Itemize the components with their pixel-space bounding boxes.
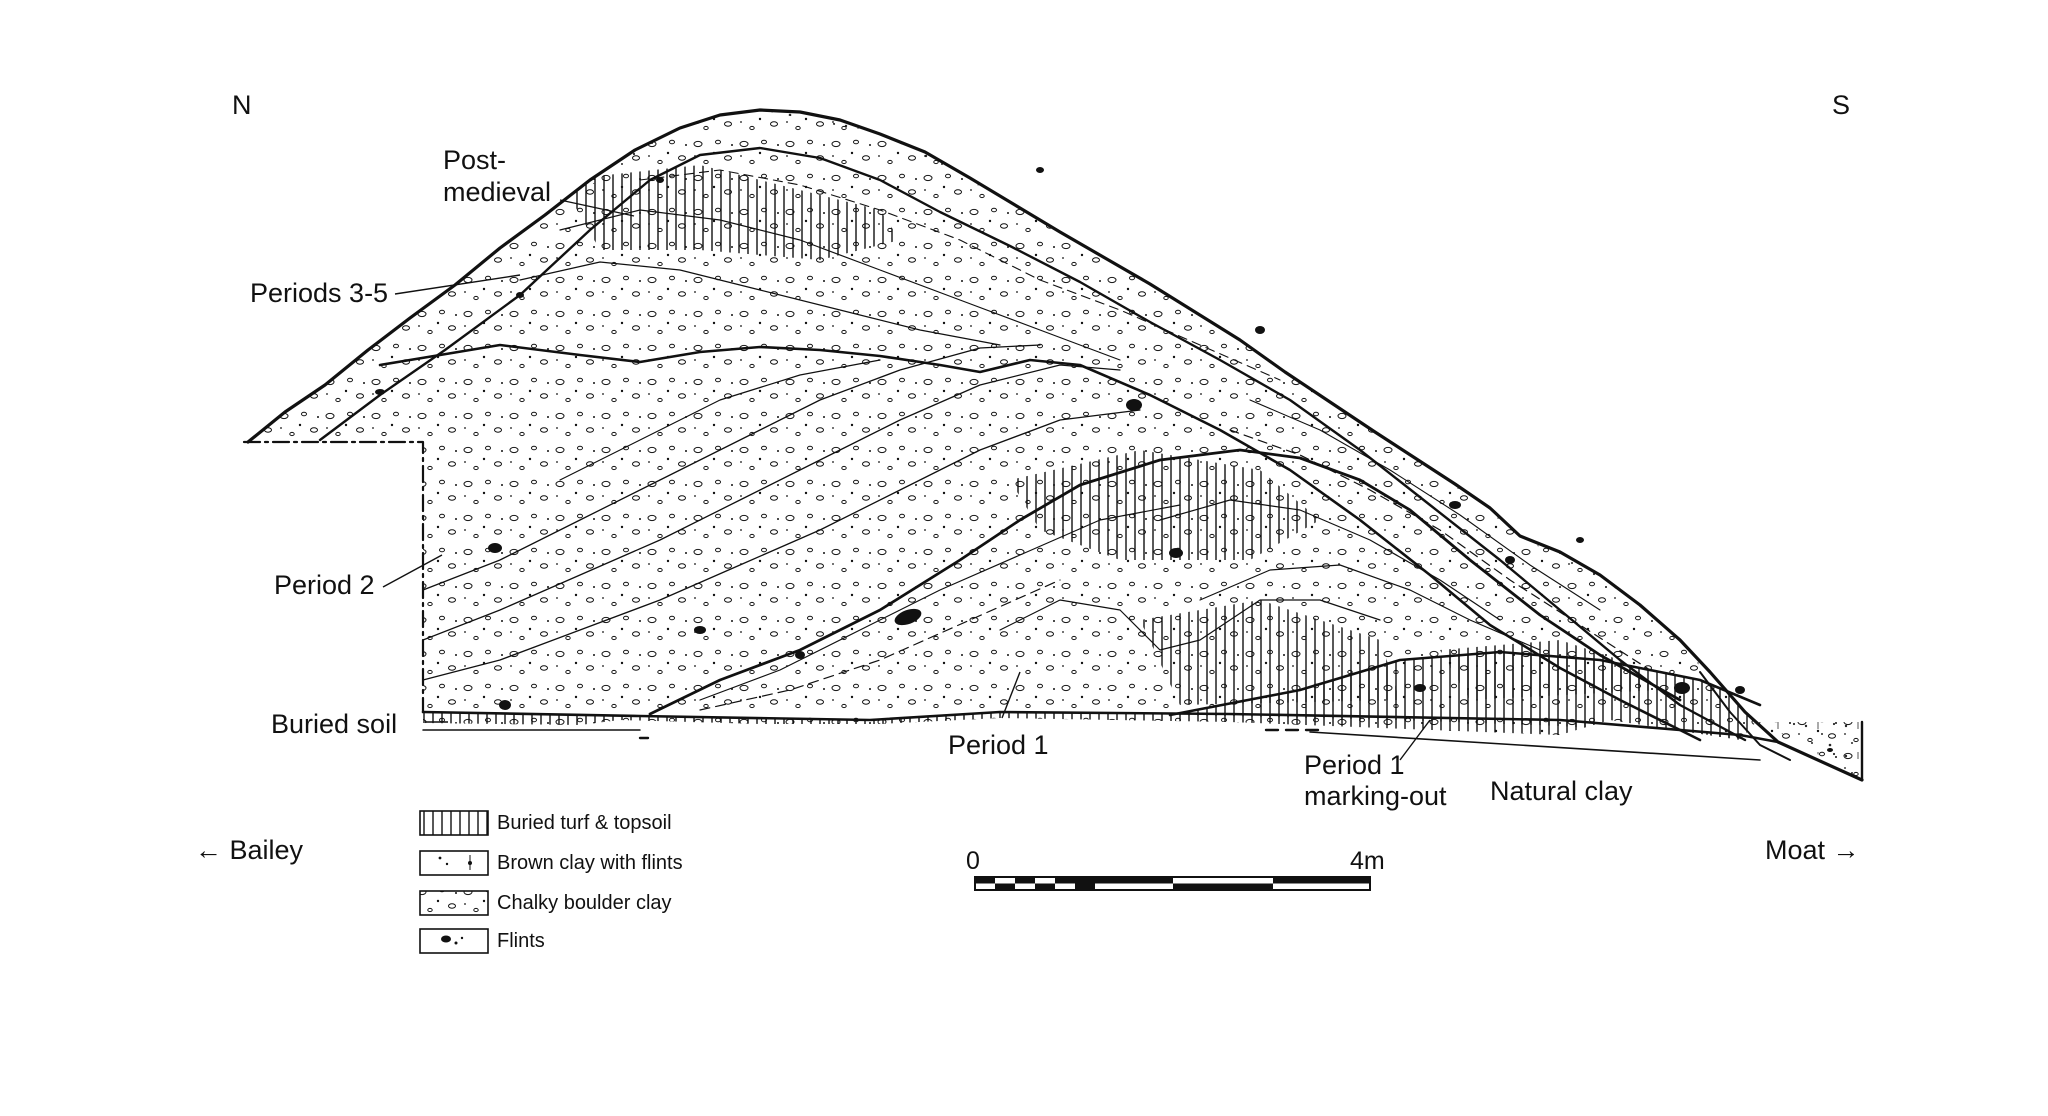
- moat-direction-label: Moat →: [1765, 835, 1860, 865]
- post-medieval-line1: Post-: [443, 145, 507, 175]
- scale-end-label: 4m: [1350, 847, 1385, 875]
- bailey-direction-label: ← Bailey: [195, 835, 304, 865]
- north-label: N: [232, 90, 252, 120]
- scale-start-label: 0: [966, 847, 980, 875]
- buried-soil-label: Buried soil: [271, 709, 398, 739]
- period-1-marking-out-label: Period 1 marking-out: [1304, 750, 1447, 812]
- periods-3-5-label: Periods 3-5: [250, 278, 389, 308]
- legend-brown-clay-label: Brown clay with flints: [497, 852, 683, 874]
- period-1-label: Period 1: [948, 730, 1049, 760]
- legend-turf-label: Buried turf & topsoil: [497, 812, 672, 834]
- natural-clay-label: Natural clay: [1490, 776, 1633, 806]
- post-medieval-label: Post- medieval: [443, 144, 551, 208]
- legend-chalky-label: Chalky boulder clay: [497, 892, 672, 914]
- period-1-marking-line2: marking-out: [1304, 781, 1447, 811]
- south-label: S: [1832, 90, 1851, 120]
- scale-bar: [974, 876, 1371, 891]
- period-2-label: Period 2: [274, 570, 375, 600]
- legend-flints-label: Flints: [497, 930, 545, 952]
- post-medieval-line2: medieval: [443, 177, 552, 207]
- period-1-marking-line1: Period 1: [1304, 750, 1405, 780]
